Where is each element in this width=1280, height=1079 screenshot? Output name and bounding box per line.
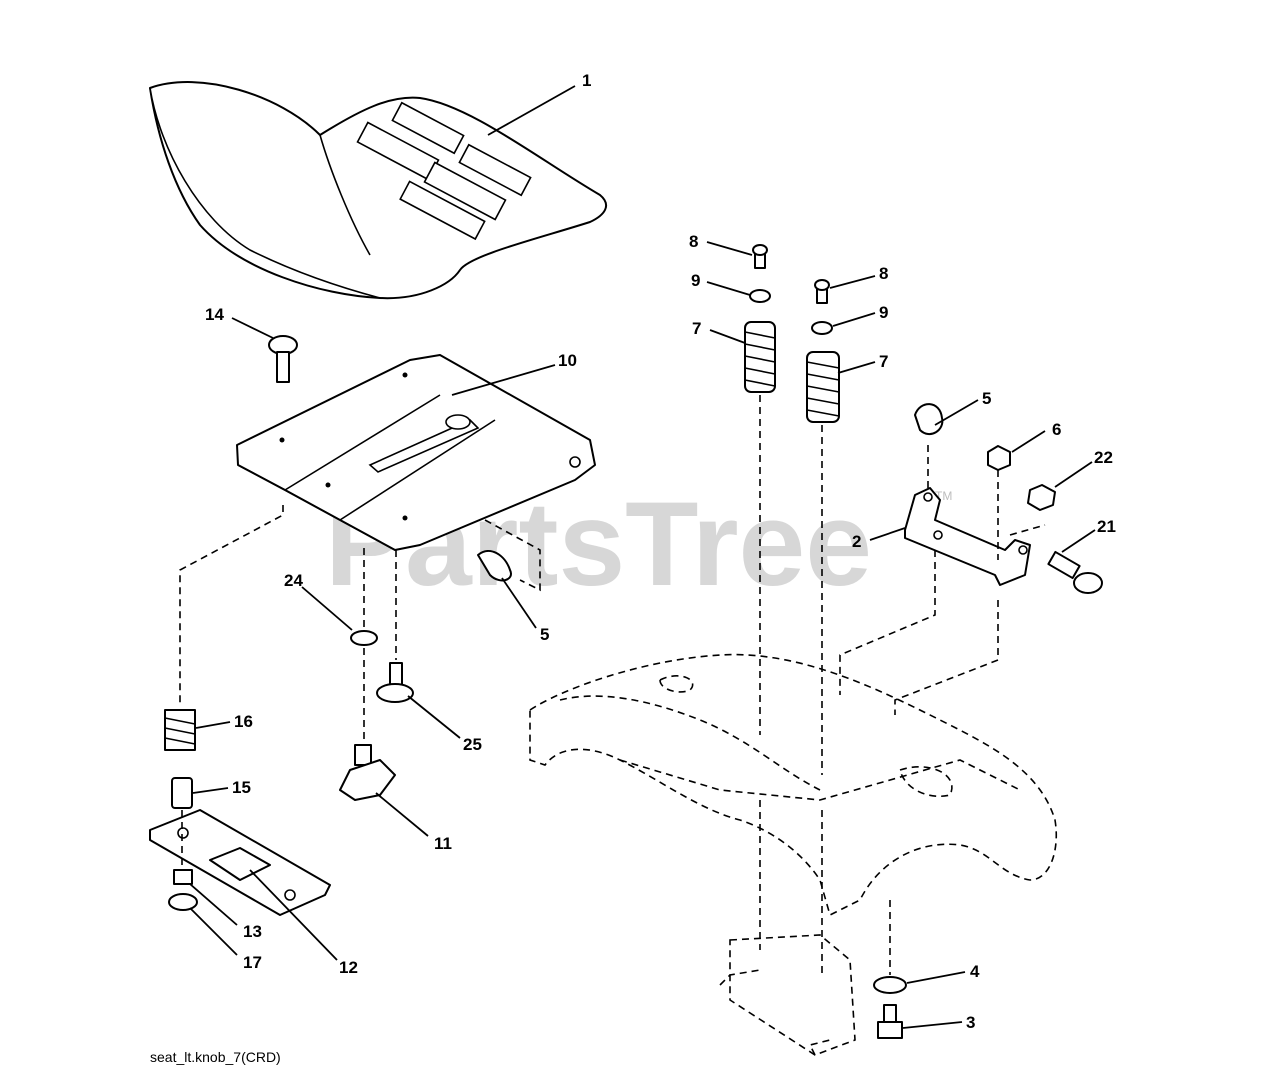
callout-24: 24 xyxy=(284,571,303,590)
carriage-bolt-part xyxy=(268,335,298,383)
callout-4: 4 xyxy=(970,962,980,981)
diagram-caption: seat_lt.knob_7(CRD) xyxy=(150,1049,281,1065)
callout-2: 2 xyxy=(852,532,861,551)
wire-clip-part xyxy=(477,519,541,592)
leader-lines xyxy=(189,85,1096,1029)
callout-22: 22 xyxy=(1094,448,1113,467)
bolt-21-part xyxy=(1047,550,1103,594)
callout-14: 14 xyxy=(205,305,224,324)
callout-21: 21 xyxy=(1097,517,1116,536)
callout-1: 1 xyxy=(582,71,591,90)
callout-5a: 5 xyxy=(982,389,991,408)
callout-5b: 5 xyxy=(540,625,549,644)
flange-nut-part xyxy=(1027,484,1056,511)
callout-16: 16 xyxy=(234,712,253,731)
nut-part xyxy=(173,869,193,885)
callout-9a: 9 xyxy=(691,271,700,290)
callout-9b: 9 xyxy=(879,303,888,322)
callout-labels: 1 14 10 8 9 7 8 9 7 5 6 22 2 21 24 5 25 … xyxy=(205,71,1116,1032)
right-hardware xyxy=(744,244,840,423)
bracket-part xyxy=(904,487,1031,586)
shoulder-bolt-part xyxy=(376,662,414,703)
knob-part xyxy=(339,744,396,801)
callout-10: 10 xyxy=(558,351,577,370)
hex-bolt-part xyxy=(877,1004,903,1039)
callout-3: 3 xyxy=(966,1013,975,1032)
seat-plate-part xyxy=(236,354,596,551)
callout-7b: 7 xyxy=(879,352,888,371)
callout-12: 12 xyxy=(339,958,358,977)
callout-11: 11 xyxy=(434,834,452,853)
spring-part xyxy=(164,709,196,751)
tractor-frame-dashed xyxy=(529,653,1058,1056)
hex-nut-part xyxy=(987,445,1011,471)
callout-25: 25 xyxy=(463,735,482,754)
seat-part xyxy=(149,81,608,300)
flat-washer-part xyxy=(873,976,907,994)
washer-part xyxy=(350,630,378,646)
lock-washer-part xyxy=(168,893,198,911)
callout-13: 13 xyxy=(243,922,262,941)
callout-8b: 8 xyxy=(879,264,888,283)
slide-plate-part xyxy=(149,809,331,916)
callout-15: 15 xyxy=(232,778,251,797)
callout-17: 17 xyxy=(243,953,262,972)
callout-6: 6 xyxy=(1052,420,1061,439)
callout-7a: 7 xyxy=(692,319,701,338)
spacer-part xyxy=(171,777,193,809)
right-clip-part xyxy=(914,403,944,436)
callout-8a: 8 xyxy=(689,232,698,251)
